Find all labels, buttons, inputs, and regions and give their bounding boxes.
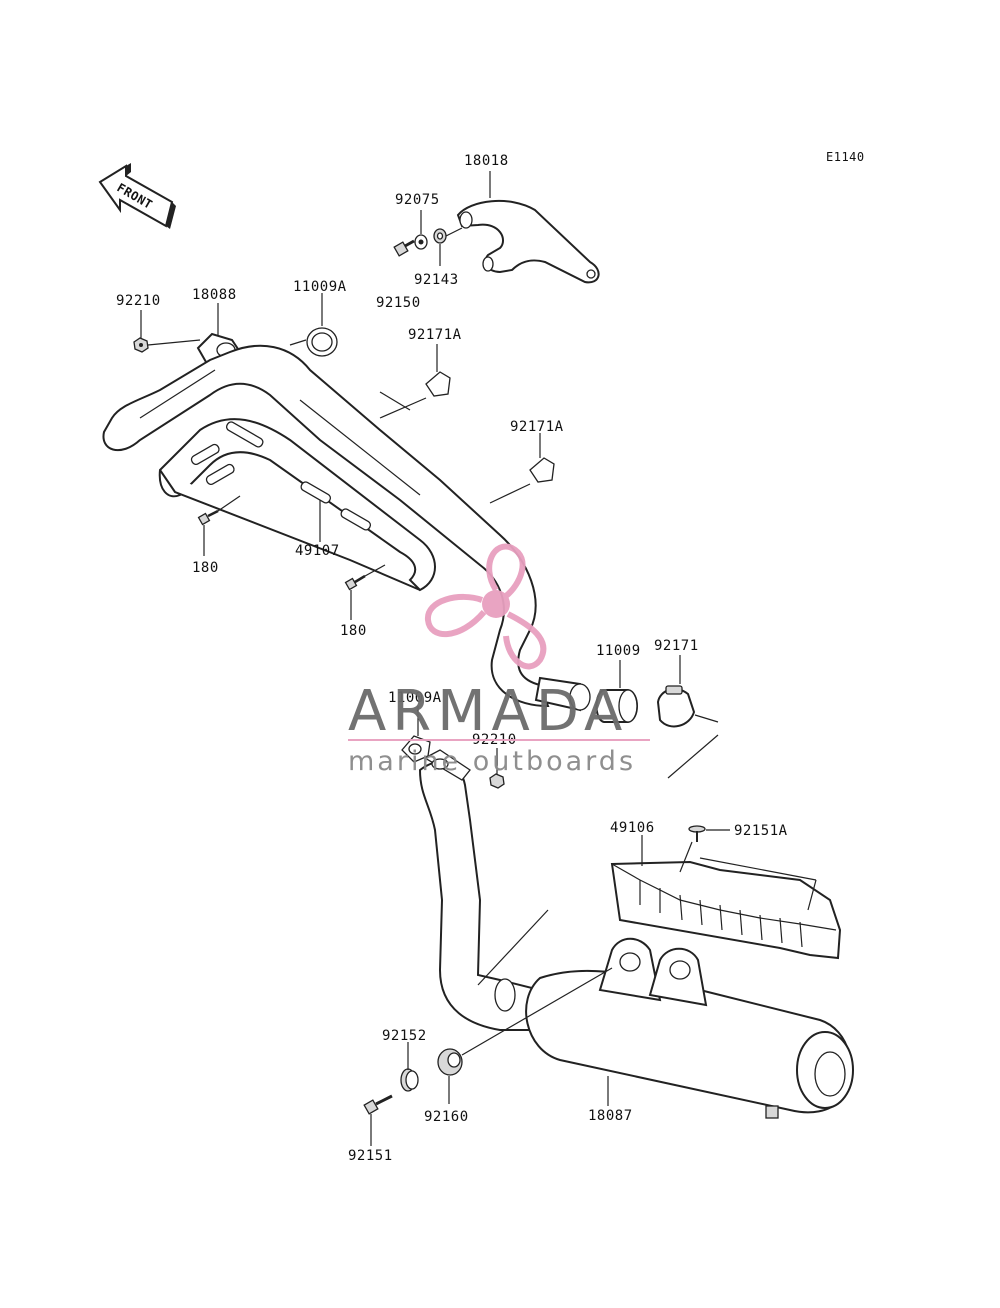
part-label-49106: 49106: [610, 820, 655, 836]
front-direction-arrow-icon: FRONT: [98, 163, 176, 229]
watermark-name: ARMADA: [348, 679, 628, 744]
heat-shield-49106: [610, 860, 842, 960]
clamp-92171A-2: [529, 457, 555, 483]
part-label-49107: 49107: [295, 543, 340, 559]
diagram-code: E1140: [826, 150, 865, 164]
bracket-18018: [456, 199, 600, 284]
part-label-92143: 92143: [414, 272, 459, 288]
screw-180-a: [197, 509, 219, 526]
part-label-180-a: 180: [192, 560, 219, 576]
part-label-18088: 18088: [192, 287, 237, 303]
part-label-92160: 92160: [424, 1109, 469, 1125]
clamp-92171: [656, 685, 696, 728]
pipe-outlet: [534, 676, 591, 712]
bolt-92151: [363, 1094, 393, 1115]
part-label-18087: 18087: [588, 1108, 633, 1124]
part-label-11009: 11009: [596, 643, 641, 659]
part-label-11009A-top: 11009A: [293, 279, 347, 295]
collar-92143: [433, 228, 447, 244]
part-label-11009A-mid: 11009A: [388, 690, 442, 706]
propeller-logo-icon: [425, 543, 547, 670]
part-label-92171: 92171: [654, 638, 699, 654]
part-label-92171A-2: 92171A: [510, 419, 564, 435]
gasket-11009A-top: [306, 327, 338, 357]
gasket-11009A-mid: [401, 735, 431, 763]
watermark-tagline: marine outboards: [348, 746, 636, 777]
watermark: ARMADA marine outboards: [348, 543, 650, 777]
part-label-92075: 92075: [395, 192, 440, 208]
heat-guard-49107: [158, 418, 436, 592]
grommet-92160: [437, 1048, 463, 1076]
screw-180-b: [344, 574, 366, 591]
part-label-180-b: 180: [340, 623, 367, 639]
screw-92151A: [688, 825, 706, 842]
part-label-92151A: 92151A: [734, 823, 788, 839]
part-label-92152: 92152: [382, 1028, 427, 1044]
exhaust-pipe-upper: [102, 344, 550, 708]
washer-92075: [414, 234, 428, 250]
part-label-18018: 18018: [464, 153, 509, 169]
exhaust-pipe-lower: [418, 749, 541, 1031]
clamp-92171A-1: [425, 371, 451, 397]
bolt-92150: [393, 239, 415, 257]
collar-92152: [400, 1068, 419, 1092]
gasket-11009: [595, 689, 638, 723]
muffler-18087: [525, 937, 854, 1119]
nut-92210-mid: [489, 773, 505, 789]
part-label-92150: 92150: [376, 295, 421, 311]
nut-92210-top: [133, 337, 149, 353]
part-label-92151: 92151: [348, 1148, 393, 1164]
part-label-92210-top: 92210: [116, 293, 161, 309]
part-label-92171A-1: 92171A: [408, 327, 462, 343]
